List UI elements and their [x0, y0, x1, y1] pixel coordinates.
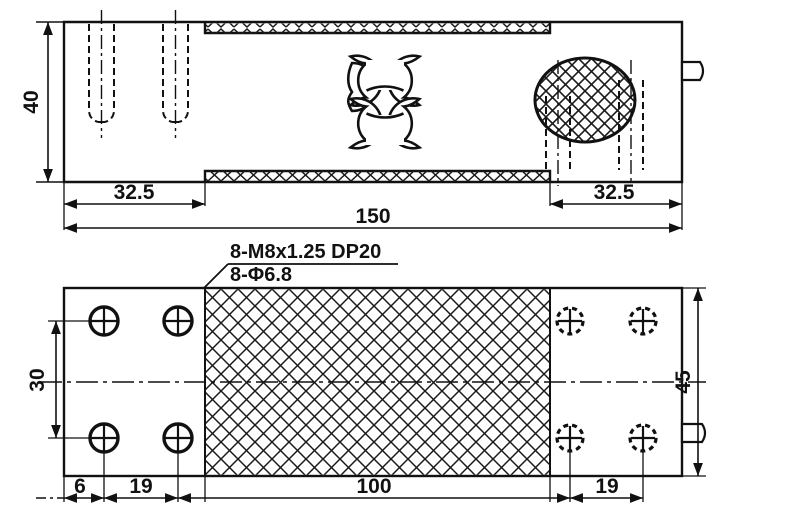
top-plan-view: 30 45 6 19: [26, 286, 707, 503]
thread-callout-label: 8-M8x1.25 DP20: [230, 241, 381, 263]
plan-hole-left-bottom-1: [88, 422, 120, 454]
cable-stub: [680, 60, 705, 82]
side-recess-strips: [206, 23, 549, 181]
butterfly-cutout: [346, 54, 423, 150]
dimension-label-left-pitch: 19: [129, 475, 152, 498]
dimension-left-pitch-19: 19: [104, 475, 178, 503]
dimension-label-width: 45: [672, 370, 695, 394]
dimension-label-total-length: 150: [355, 205, 390, 228]
dimension-edge-margin-6: 6: [64, 475, 104, 503]
dimension-left-offset-32-5: 32.5: [64, 181, 205, 209]
dimension-label-height: 40: [20, 90, 43, 113]
dimension-label-edge-margin: 6: [74, 475, 86, 498]
strain-gauge-seal-oval: [533, 56, 637, 144]
dimension-right-offset-32-5: 32.5: [550, 181, 682, 209]
side-elevation-view: 40 32.5 32.5 150: [20, 10, 705, 233]
top-recess-strip: [206, 23, 549, 34]
plan-hole-left-top-1: [88, 305, 120, 337]
dimension-center-span-100: 100: [178, 475, 570, 503]
bottom-recess-strip: [206, 170, 549, 181]
plan-cable-stub: [680, 422, 707, 444]
dimension-width-45: 45: [672, 287, 706, 477]
dimension-right-pitch-19: 19: [570, 475, 643, 503]
dimension-total-length-150: 150: [64, 205, 682, 233]
plan-hole-left-bottom-2: [162, 422, 194, 454]
plan-hole-right-bottom-1: [555, 423, 585, 453]
dimension-label-center-span: 100: [356, 475, 391, 498]
side-bore-centerlines-left: [100, 10, 177, 138]
dimension-bolt-spacing-30: 30: [26, 320, 90, 439]
hidden-threaded-holes: [555, 306, 658, 453]
side-hidden-bores-right: [545, 80, 644, 170]
hole-callout-label: 8-Φ6.8: [230, 264, 292, 286]
side-hidden-bores-left: [88, 24, 189, 123]
dimension-label-bolt-spacing: 30: [26, 368, 49, 391]
plan-hole-right-top-2: [628, 306, 658, 336]
plan-hole-right-bottom-2: [628, 423, 658, 453]
plan-hole-right-top-1: [555, 306, 585, 336]
plan-hole-left-top-2: [162, 305, 194, 337]
dimension-label-left-offset: 32.5: [114, 181, 155, 204]
side-bore-centerlines-right: [557, 60, 632, 186]
dimension-label-right-offset: 32.5: [594, 181, 635, 204]
dimension-label-right-pitch: 19: [595, 475, 618, 498]
dimension-height-40: 40: [20, 21, 64, 183]
